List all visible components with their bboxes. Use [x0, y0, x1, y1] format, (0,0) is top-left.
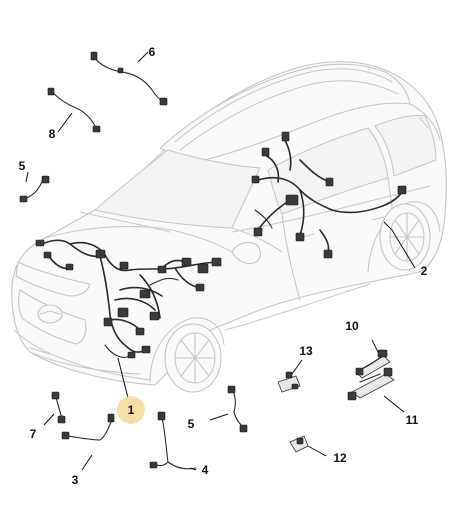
- callout-13[interactable]: 13: [299, 344, 313, 358]
- callout-7[interactable]: 7: [30, 427, 37, 441]
- callout-5-front[interactable]: 5: [19, 159, 26, 173]
- callout-6[interactable]: 6: [149, 45, 156, 59]
- callout-1-highlight: [117, 396, 145, 424]
- leader-lines: [25, 51, 416, 471]
- body-harness: [251, 131, 407, 259]
- harness-part-4: [149, 411, 197, 470]
- callout-3[interactable]: 3: [72, 473, 79, 487]
- harness-part-7: [51, 391, 66, 424]
- harness-part-5-rear: [227, 385, 248, 433]
- callout-8[interactable]: 8: [49, 127, 56, 141]
- harness-part-6: [90, 51, 168, 106]
- callout-2[interactable]: 2: [421, 264, 428, 278]
- harness-part-8: [47, 87, 101, 133]
- callout-12[interactable]: 12: [333, 451, 347, 465]
- harness-part-10-11: [347, 349, 395, 401]
- callout-5-rear[interactable]: 5: [188, 417, 195, 431]
- callout-11[interactable]: 11: [406, 413, 419, 427]
- harness-part-3: [61, 413, 115, 441]
- main-harness-engine-bay: [35, 239, 222, 359]
- vehicle-outline: [11, 61, 447, 393]
- callout-1[interactable]: 1: [128, 403, 135, 417]
- callout-4[interactable]: 4: [202, 463, 209, 477]
- harness-part-13: [277, 371, 301, 393]
- callout-10[interactable]: 10: [345, 319, 359, 333]
- harness-part-12: [289, 435, 309, 453]
- harness-part-5-front: [19, 175, 50, 203]
